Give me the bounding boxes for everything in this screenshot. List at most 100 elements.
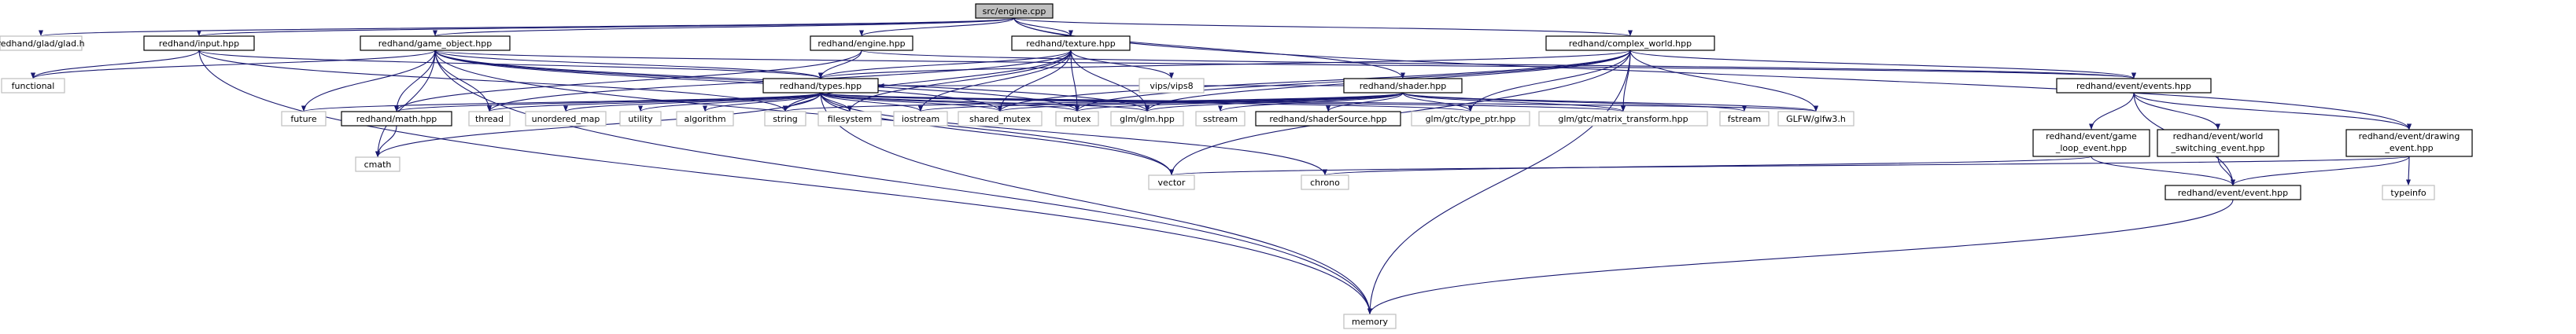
node-engine-cpp[interactable]: src/engine.cpp	[975, 3, 1054, 19]
edge-texture-to-string	[782, 50, 1072, 112]
node-label: string	[773, 114, 798, 124]
node-box	[1139, 78, 1205, 94]
edge-engine-cpp-to-game-object	[433, 17, 1015, 37]
node-label: redhand/texture.hpp	[1026, 39, 1116, 49]
node-label: redhand/input.hpp	[159, 39, 239, 49]
node-label: _event.hpp	[2384, 143, 2433, 153]
node-algorithm: algorithm	[676, 111, 734, 127]
node-math[interactable]: redhand/math.hpp	[341, 111, 452, 127]
node-label: redhand/event/drawing	[2359, 131, 2460, 141]
node-box	[1055, 111, 1099, 127]
node-label: redhand/shaderSource.hpp	[1269, 114, 1386, 124]
edge-complex-world-to-memory	[1367, 50, 1631, 315]
node-texture[interactable]: redhand/texture.hpp	[1011, 35, 1131, 51]
node-label: vector	[1158, 178, 1186, 188]
edge-complex-world-to-glfw	[1629, 50, 1819, 112]
node-game-loop-event[interactable]: redhand/event/game _loop_event.hpp	[2032, 129, 2150, 157]
node-glm: glm/glm.hpp	[1110, 111, 1184, 127]
node-label: sstream	[1203, 114, 1238, 124]
node-label: utility	[628, 114, 653, 124]
edge-shader-to-shaderSource	[1325, 92, 1404, 112]
node-label: vips/vips8	[1150, 81, 1193, 91]
node-box	[764, 111, 806, 127]
node-box	[810, 35, 913, 51]
node-label: cmath	[364, 160, 392, 170]
edge-game-loop-event-to-chrono	[1323, 156, 2092, 176]
edge-events-to-world-switching-event	[2133, 92, 2221, 130]
edge-drawing-event-to-event	[2231, 156, 2410, 186]
node-box	[2165, 185, 2301, 200]
edge-shader-to-string	[783, 92, 1404, 112]
node-glad: redhand/glad/glad.h	[0, 35, 85, 51]
node-types[interactable]: redhand/types.hpp	[762, 78, 879, 94]
node-box	[762, 78, 879, 94]
edge-types-to-vector	[820, 92, 1175, 176]
edge-game-object-to-shared-mutex	[434, 50, 1002, 112]
node-box	[1343, 78, 1463, 94]
edge-types-to-algorithm	[703, 92, 821, 112]
node-box	[1110, 111, 1184, 127]
node-shaderSource[interactable]: redhand/shaderSource.hpp	[1255, 111, 1401, 127]
node-label: redhand/glad/glad.h	[0, 39, 85, 49]
node-world-switching-event[interactable]: redhand/event/world_switching_event.hpp	[2157, 129, 2279, 157]
edge-shader-to-matrix-transform	[1402, 92, 1626, 112]
dependency-nodes: src/engine.cpp redhand/glad/glad.h redhand…	[0, 3, 2473, 329]
node-box	[1777, 111, 1854, 127]
edge-input-to-functional	[31, 50, 200, 79]
node-filesystem: filesystem	[817, 111, 882, 127]
edge-game-object-to-cmath	[375, 50, 436, 158]
edge-engine-cpp-to-complex-world	[1013, 17, 1633, 37]
node-box	[619, 111, 662, 127]
node-game-object[interactable]: redhand/game_object.hpp	[360, 35, 511, 51]
node-mutex: mutex	[1055, 111, 1099, 127]
edge-drawing-event-to-typeinfo	[2405, 156, 2412, 186]
edge-texture-to-types	[818, 50, 1072, 79]
node-box	[1, 78, 65, 94]
edge-shader-to-fstream	[1402, 92, 1747, 112]
edge-texture-to-vips	[1070, 50, 1175, 79]
edge-event-to-memory	[1367, 199, 2234, 315]
edge-complex-world-to-type-ptr	[1467, 50, 1631, 112]
node-functional: functional	[1, 78, 65, 94]
node-label: shared_mutex	[969, 114, 1032, 124]
edge-game-object-to-types	[434, 50, 823, 79]
node-label: mutex	[1063, 114, 1091, 124]
node-box	[0, 35, 83, 51]
node-box	[676, 111, 734, 127]
edge-game-object-to-future	[301, 50, 436, 112]
node-box	[1255, 111, 1401, 127]
node-input[interactable]: redhand/input.hpp	[143, 35, 255, 51]
node-label: iostream	[902, 114, 939, 124]
node-typeinfo: typeinfo	[2382, 185, 2435, 200]
node-label: filesystem	[828, 114, 873, 124]
edge-types-to-shared-mutex	[820, 92, 1002, 112]
node-complex-world[interactable]: redhand/complex_world.hpp	[1545, 35, 1715, 51]
node-box	[468, 111, 511, 127]
node-drawing-event[interactable]: redhand/event/drawing _event.hpp	[2345, 129, 2473, 157]
node-shader[interactable]: redhand/shader.hpp	[1343, 78, 1463, 94]
node-box	[1195, 111, 1246, 127]
edge-events-to-drawing-event	[2133, 92, 2412, 130]
node-cmath: cmath	[355, 156, 400, 172]
node-label: redhand/event/event.hpp	[2178, 188, 2288, 198]
node-box	[1011, 35, 1131, 51]
node-label: redhand/game_object.hpp	[378, 39, 492, 49]
edge-texture-to-mutex	[1070, 50, 1080, 112]
node-label: typeinfo	[2390, 188, 2426, 198]
node-box	[525, 111, 607, 127]
edge-types-to-glm	[820, 92, 1150, 112]
edge-math-to-cmath	[375, 125, 397, 158]
node-label: _loop_event.hpp	[2055, 143, 2127, 153]
node-events[interactable]: redhand/event/events.hpp	[2056, 78, 2212, 94]
node-box	[355, 156, 400, 172]
node-label: redhand/event/game	[2046, 131, 2137, 141]
node-event[interactable]: redhand/event/event.hpp	[2165, 185, 2301, 200]
node-utility: utility	[619, 111, 662, 127]
node-box	[1148, 174, 1195, 190]
node-engine-hpp[interactable]: redhand/engine.hpp	[810, 35, 913, 51]
edge-shader-to-sstream	[1218, 92, 1404, 112]
edge-game-object-to-events	[434, 50, 2136, 79]
node-glfw: GLFW/glfw3.h	[1777, 111, 1854, 127]
node-box	[2056, 78, 2212, 94]
